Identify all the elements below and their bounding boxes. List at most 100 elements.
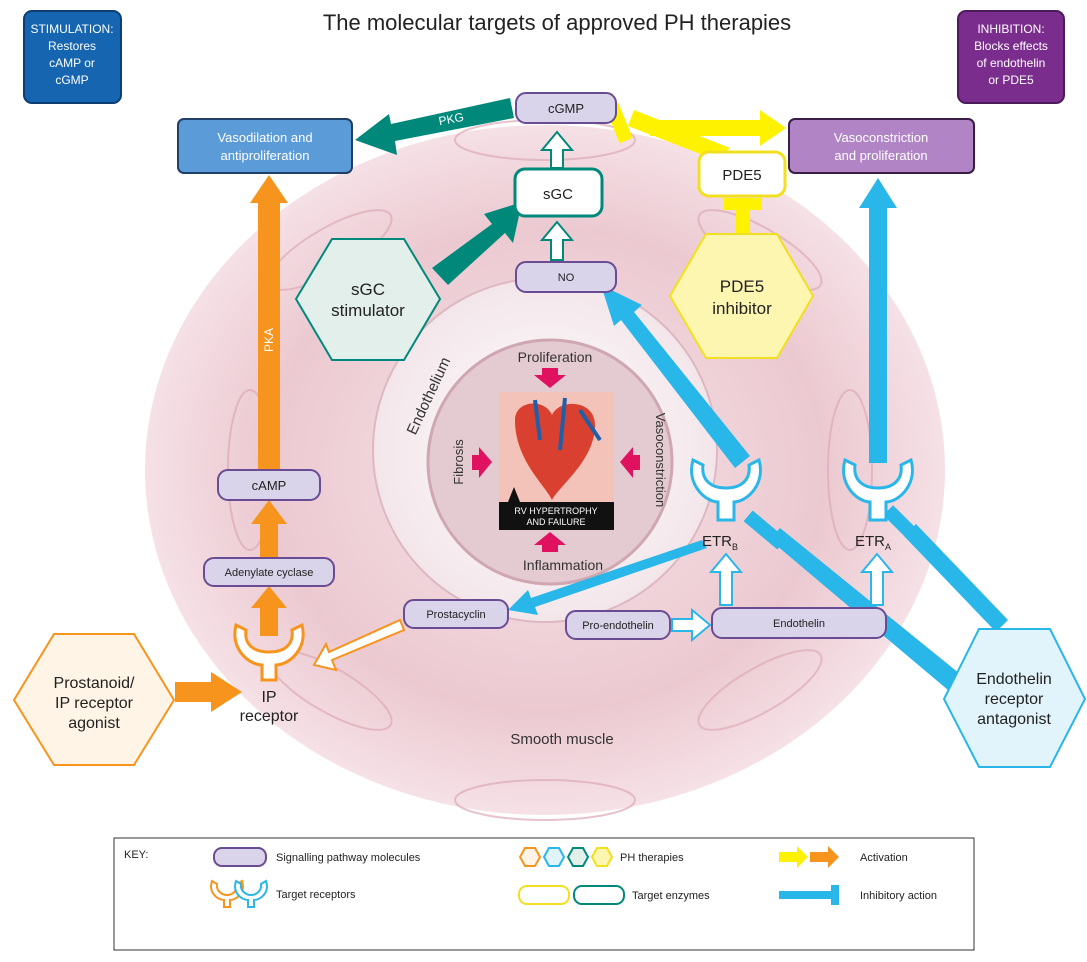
prostanoid-line1: Prostanoid/	[54, 675, 135, 692]
prostacyclin-to-ip-arrow	[312, 618, 406, 672]
key-signalling-label: Signalling pathway molecules	[276, 852, 421, 864]
endothelin-molecule: Endothelin	[711, 607, 887, 639]
inflammation-label: Inflammation	[523, 557, 603, 573]
fibrosis-label: Fibrosis	[451, 439, 466, 485]
inhibition-line4: or PDE5	[988, 73, 1034, 87]
sgc-to-cgmp-arrow	[539, 130, 575, 169]
endothelin-to-etra-arrow	[859, 552, 895, 606]
era-etrb-bar	[743, 510, 787, 550]
heart-caption-line2: AND FAILURE	[526, 517, 585, 527]
proendothelin-to-endothelin-arrow	[671, 607, 712, 643]
camp-molecule: cAMP	[217, 469, 321, 501]
prostacyclin-molecule: Prostacyclin	[403, 599, 509, 629]
vasoconstriction-label: Vasoconstriction	[653, 413, 668, 507]
sgc-stimulator-line1: sGC	[351, 280, 385, 299]
stimulation-line1: STIMULATION:	[30, 22, 113, 36]
proliferation-arrow-icon	[534, 368, 566, 388]
pde5-inhibitor-hexagon: PDE5 inhibitor	[668, 233, 815, 359]
inhibition-box: INHIBITION: Blocks effects of endothelin…	[957, 10, 1065, 104]
no-to-sgc-arrow	[539, 220, 575, 261]
cgmp-label: cGMP	[548, 101, 584, 116]
etrb-sub: B	[732, 542, 738, 552]
pkg-label: PKG	[437, 110, 465, 129]
key-molecule-swatch	[213, 847, 267, 867]
ip-to-adenylate-arrowhead-icon	[251, 586, 287, 608]
pka-label: PKA	[262, 328, 276, 352]
etra-label: ETRA	[855, 533, 891, 552]
key-enzyme-teal-swatch	[573, 885, 625, 905]
adenylate-cyclase-molecule: Adenylate cyclase	[203, 557, 335, 587]
etra-receptor-icon	[842, 457, 914, 522]
adenylate-cyclase-label: Adenylate cyclase	[225, 567, 314, 579]
ip-receptor-icon	[233, 622, 305, 682]
pde5-enzyme: PDE5	[697, 150, 787, 198]
inflammation-arrow-icon	[534, 532, 566, 552]
vasodilation-line1: Vasodilation and	[217, 130, 312, 145]
etra-arrowhead-icon	[859, 178, 897, 208]
ip-receptor-line2: receptor	[240, 708, 299, 725]
sgc-stimulator-line2: stimulator	[331, 301, 405, 320]
no-label: NO	[558, 272, 575, 284]
pde5-inhibitor-bar	[724, 198, 762, 210]
key-receptors-label: Target receptors	[276, 889, 356, 901]
era-inhibits-etra	[904, 524, 1008, 632]
key-therapy-icons	[518, 847, 614, 867]
prostanoid-hexagon: Prostanoid/ IP receptor agonist	[12, 633, 176, 766]
pde5-inhibitor-line1: PDE5	[720, 277, 764, 296]
no-molecule: NO	[515, 261, 617, 293]
ip-receptor-line1: IP	[261, 689, 276, 706]
heart-shape	[515, 403, 595, 500]
etrb-to-no-arrow	[601, 285, 750, 468]
key-yellow-arrow-icon	[779, 846, 808, 868]
pka-arrowhead-icon	[250, 175, 288, 203]
era-line1: Endothelin	[976, 671, 1052, 688]
hypertrophy-up-arrow-icon	[508, 487, 520, 502]
key-inhibitory-label: Inhibitory action	[860, 890, 937, 902]
page-title: The molecular targets of approved PH the…	[323, 10, 791, 35]
pkg-arrow	[355, 98, 514, 155]
inhibition-line3: of endothelin	[977, 56, 1046, 70]
vessel-lines	[533, 397, 602, 451]
cgmp-molecule: cGMP	[515, 92, 617, 124]
era-line3: antagonist	[977, 711, 1051, 728]
key-inhibition-bar-icon	[831, 885, 839, 905]
key-enzymes-label: Target enzymes	[632, 890, 710, 902]
pka-arrow	[258, 200, 280, 470]
prostanoid-to-ip-arrowhead-icon	[211, 672, 242, 712]
stimulation-line3: cAMP or	[49, 56, 95, 70]
pro-endothelin-molecule: Pro-endothelin	[565, 610, 671, 640]
vasoconstriction-line2: and proliferation	[834, 148, 927, 163]
stimulator-to-sgc-arrow	[432, 202, 522, 285]
pde5-inhibitor-line2: inhibitor	[712, 299, 772, 318]
vasodilation-line2: antiproliferation	[221, 148, 310, 163]
heart-caption-box	[499, 502, 614, 530]
sgc-label: sGC	[543, 186, 573, 203]
key-inhibition-line-icon	[779, 891, 833, 899]
etra-sub: A	[885, 542, 891, 552]
prostanoid-line2: IP receptor	[55, 695, 134, 712]
etra-to-vasoconstriction-arrow	[869, 205, 887, 463]
vasoconstriction-box: Vasoconstriction and proliferation	[788, 118, 975, 174]
etrb-to-prostacyclin-arrow	[508, 540, 707, 615]
key-receptor-icons	[210, 879, 268, 908]
vasoconstriction-line1: Vasoconstriction	[834, 130, 928, 145]
smooth-muscle-label: Smooth muscle	[510, 731, 613, 748]
etrb-label: ETRB	[702, 533, 738, 552]
stimulation-line4: cGMP	[55, 73, 88, 87]
era-line2: receptor	[985, 691, 1044, 708]
endothelin-to-etrb-arrow	[708, 552, 744, 606]
adenylate-to-camp-arrowhead-icon	[251, 500, 287, 524]
adenylate-to-camp-arrow	[260, 522, 278, 558]
key-activation-label: Activation	[860, 852, 908, 864]
pde5-label: PDE5	[722, 167, 761, 184]
ip-to-adenylate-arrow	[260, 606, 278, 636]
stimulation-box: STIMULATION: Restores cAMP or cGMP	[23, 10, 122, 104]
era-etra-bar	[883, 505, 923, 545]
fibrosis-arrow-icon	[472, 447, 492, 478]
key-orange-arrow-icon	[810, 846, 839, 868]
vasoconstriction-arrow-icon	[620, 447, 640, 478]
etrb-receptor-icon	[690, 457, 762, 522]
key-enzyme-yellow-swatch	[518, 885, 570, 905]
